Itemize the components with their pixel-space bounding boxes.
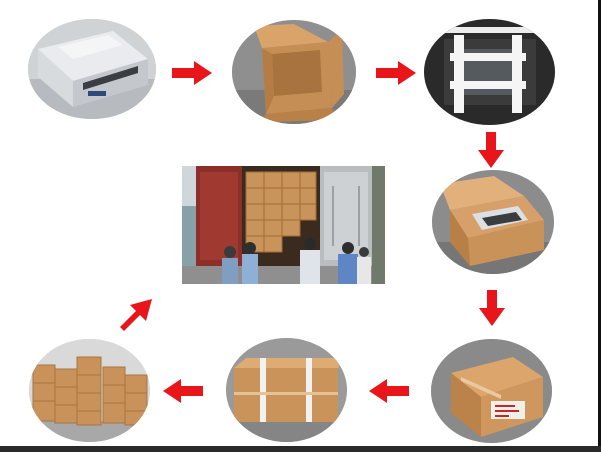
sealed-labeled-carton-icon <box>431 339 552 443</box>
step-6-strapped-carton-photo <box>226 338 347 442</box>
step-1-printer-photo <box>28 19 156 119</box>
step-4-boxed-printer-photo <box>432 170 554 274</box>
arrow-step5-to-step6 <box>369 379 409 403</box>
step-3-foam-packing-photo <box>424 19 555 125</box>
printer-photo-icon <box>28 19 156 119</box>
center-loading-photo <box>182 166 385 284</box>
container-truck-loading-icon <box>182 166 385 284</box>
arrow-step4-to-step5 <box>479 290 505 326</box>
arrow-step7-to-center <box>116 299 152 335</box>
open-empty-carton-icon <box>232 20 356 124</box>
arrow-step6-to-step7 <box>163 379 203 403</box>
arrow-down-icon <box>478 132 504 168</box>
step-7-stacked-cartons-photo <box>29 339 150 442</box>
stacked-cartons-warehouse-icon <box>29 339 150 442</box>
arrow-up-right-icon <box>120 299 152 331</box>
arrow-step3-to-step4 <box>478 132 504 168</box>
step-5-sealed-carton-photo <box>431 339 552 443</box>
arrow-step1-to-step2 <box>172 61 212 85</box>
bottom-edge-bar <box>0 446 601 452</box>
arrow-step2-to-step3 <box>376 61 416 85</box>
arrow-left-icon <box>163 379 203 403</box>
arrow-left-icon <box>369 379 409 403</box>
foam-packed-printer-icon <box>424 19 555 125</box>
arrow-down-icon <box>479 290 505 326</box>
strapped-carton-icon <box>226 338 347 442</box>
arrow-right-icon <box>172 61 212 85</box>
step-2-open-carton-photo <box>232 20 356 124</box>
arrow-right-icon <box>376 61 416 85</box>
carton-with-printer-icon <box>432 170 554 274</box>
